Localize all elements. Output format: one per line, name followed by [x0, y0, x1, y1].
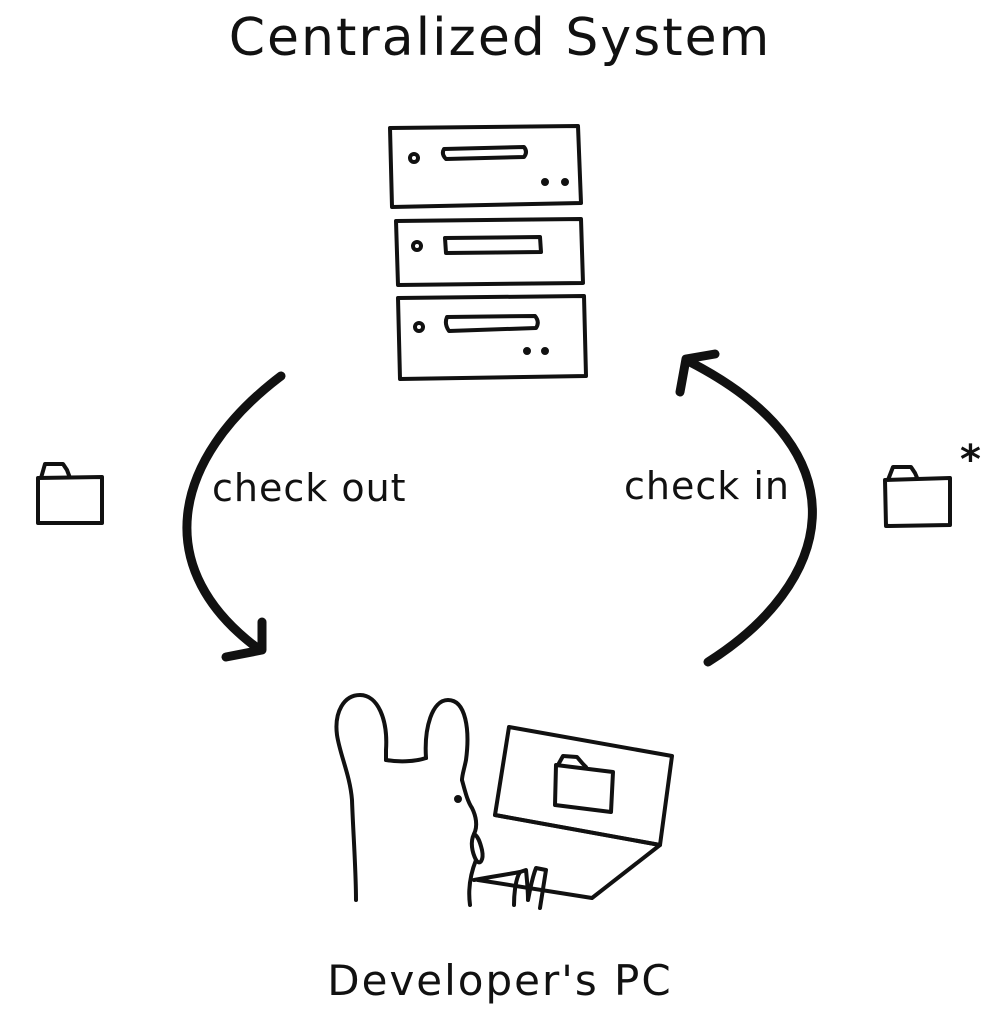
screen-folder-icon — [555, 765, 613, 812]
bear-developer-icon — [336, 695, 520, 905]
server-rack-icon — [390, 126, 586, 379]
checkin-arrow — [680, 354, 812, 662]
developer-pc-label: Developer's PC — [327, 956, 673, 1005]
diagram-title: Centralized System — [228, 8, 772, 68]
modified-marker: * — [960, 437, 981, 483]
folder-modified-icon — [885, 467, 950, 526]
server-unit-1 — [390, 126, 581, 207]
checkin-label: check in — [624, 464, 790, 508]
laptop-icon — [478, 727, 672, 908]
laptop-screen — [495, 727, 672, 845]
laptop-keyboard — [478, 815, 660, 898]
folder-clean-icon — [38, 464, 102, 523]
server-unit-2 — [396, 219, 583, 285]
checkout-label: check out — [212, 466, 407, 510]
server-unit-3 — [398, 296, 586, 379]
checkout-arrow — [187, 376, 281, 657]
paw — [514, 868, 546, 908]
